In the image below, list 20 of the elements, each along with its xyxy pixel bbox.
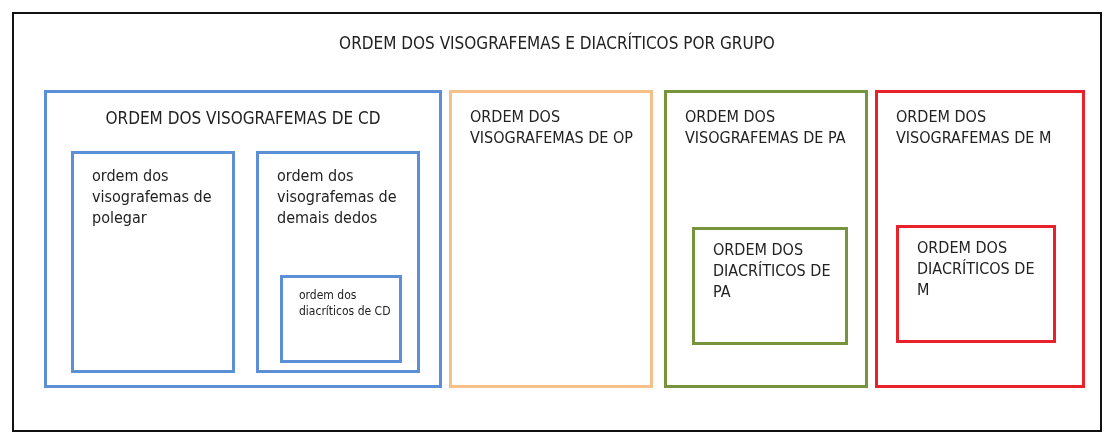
box-label: ordem dos diacríticos de CD xyxy=(299,288,392,320)
group-box xyxy=(44,90,442,388)
group-box xyxy=(256,151,420,373)
box-label: ORDEM DOS DIACRÍTICOS DE PA xyxy=(713,240,832,303)
box-label: ORDEM DOS VISOGRAFEMAS DE M xyxy=(896,107,1053,149)
group-box xyxy=(664,90,868,388)
box-label: ORDEM DOS VISOGRAFEMAS E DIACRÍTICOS POR GRUPO xyxy=(338,32,776,55)
group-box xyxy=(875,90,1085,388)
group-box xyxy=(280,275,402,363)
box-label: ORDEM DOS VISOGRAFEMAS DE CD xyxy=(104,107,382,130)
box-label: ORDEM DOS VISOGRAFEMAS DE OP xyxy=(470,107,634,149)
group-box xyxy=(692,227,848,345)
diagram-frame xyxy=(12,12,1102,432)
group-box xyxy=(449,90,653,388)
box-label: ORDEM DOS VISOGRAFEMAS DE PA xyxy=(685,107,847,149)
group-box xyxy=(71,151,235,373)
box-label: ORDEM DOS DIACRÍTICOS DE M xyxy=(917,238,1036,301)
box-label: ordem dos visografemas de demais dedos xyxy=(277,166,398,229)
group-box xyxy=(896,225,1056,343)
box-label: ordem dos visografemas de polegar xyxy=(92,166,213,229)
